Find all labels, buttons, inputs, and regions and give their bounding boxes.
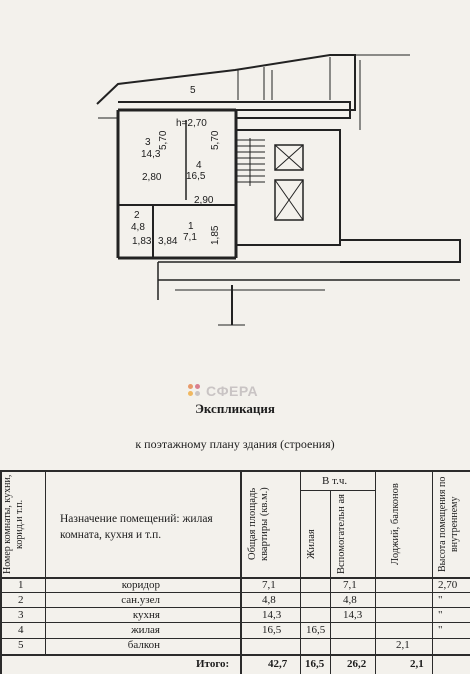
plan-room4-num: 4 (196, 160, 202, 171)
plan-room2-area: 4,8 (131, 222, 145, 233)
row-1-aux: 7,1 (343, 579, 357, 591)
row-2-name: сан.узел (121, 594, 160, 606)
plan-dim-290: 2,90 (194, 195, 214, 206)
header-purpose: Назначение помещений: жилая комната, кух… (60, 513, 213, 541)
row-1-total: 7,1 (262, 579, 276, 591)
row-3-height: " (438, 609, 443, 621)
plan-dim-185: 1,85 (210, 225, 221, 245)
row-2-total: 4,8 (262, 594, 276, 606)
plan-dim-570-right: 5,70 (210, 130, 221, 150)
row-2-height: " (438, 594, 443, 606)
document-title: Экспликация (195, 401, 275, 416)
plan-room5: 5 (190, 85, 196, 96)
header-living: Жилая (306, 529, 317, 559)
header-height: Высота помещения по внутреннему (437, 476, 460, 572)
row-1-no: 1 (18, 579, 24, 591)
plan-room2-num: 2 (134, 210, 140, 221)
row-4-name: жилая (131, 624, 160, 636)
row-3-no: 3 (18, 609, 24, 621)
header-total-area: Общая площадь квартиры (кв.м.) (247, 487, 270, 561)
row-1-height: 2,70 (438, 579, 458, 591)
plan-dim-280: 2,80 (142, 172, 162, 183)
totals-total: 42,7 (268, 658, 288, 670)
plan-room1-area: 7,1 (183, 232, 197, 243)
row-5-loggia: 2,1 (396, 639, 410, 651)
totals-loggia: 2,1 (410, 658, 424, 670)
document-subtitle: к поэтажному плану здания (строения) (135, 437, 335, 451)
row-3-total: 14,3 (262, 609, 282, 621)
plan-room1-num: 1 (188, 221, 194, 232)
plan-room3-area: 14,3 (141, 149, 161, 160)
totals-living: 16,5 (305, 658, 325, 670)
row-5-no: 5 (18, 639, 24, 651)
plan-height: h=2,70 (176, 118, 207, 129)
totals-aux: 26,2 (347, 658, 367, 670)
explication-table: Номер комнаты, кухни, корид.и т.п. Назна… (0, 470, 470, 674)
row-2-aux: 4,8 (343, 594, 357, 606)
row-4-total: 16,5 (262, 624, 282, 636)
row-1-name: коридор (121, 579, 160, 591)
header-loggias: Лоджий, балконов (390, 483, 401, 565)
plan-dim-570-left: 5,70 (158, 130, 169, 150)
row-2-no: 2 (18, 594, 24, 606)
row-3-aux: 14,3 (343, 609, 363, 621)
row-4-height: " (438, 624, 443, 636)
header-incl: В т.ч. (322, 475, 348, 487)
plan-dim-384: 3,84 (158, 236, 178, 247)
watermark-text: СФЕРА (206, 383, 259, 399)
header-auxiliary: Вспомогательн ая (336, 494, 347, 574)
row-5-name: балкон (127, 639, 160, 651)
header-room-no: Номер комнаты, кухни, корид.и т.п. (2, 474, 25, 574)
plan-dim-183: 1,83 (132, 236, 152, 247)
watermark: СФЕРА (188, 381, 288, 401)
row-4-no: 4 (18, 624, 24, 636)
sphere-logo-icon (188, 384, 202, 398)
row-4-living: 16,5 (306, 624, 326, 636)
totals-label: Итого: (196, 658, 230, 670)
plan-room4-area: 16,5 (186, 171, 206, 182)
floor-plan: 5 h=2,70 3 14,3 5,70 5,70 4 16,5 2,80 2,… (96, 54, 461, 326)
row-3-name: кухня (132, 609, 160, 621)
plan-room3-num: 3 (145, 137, 151, 148)
